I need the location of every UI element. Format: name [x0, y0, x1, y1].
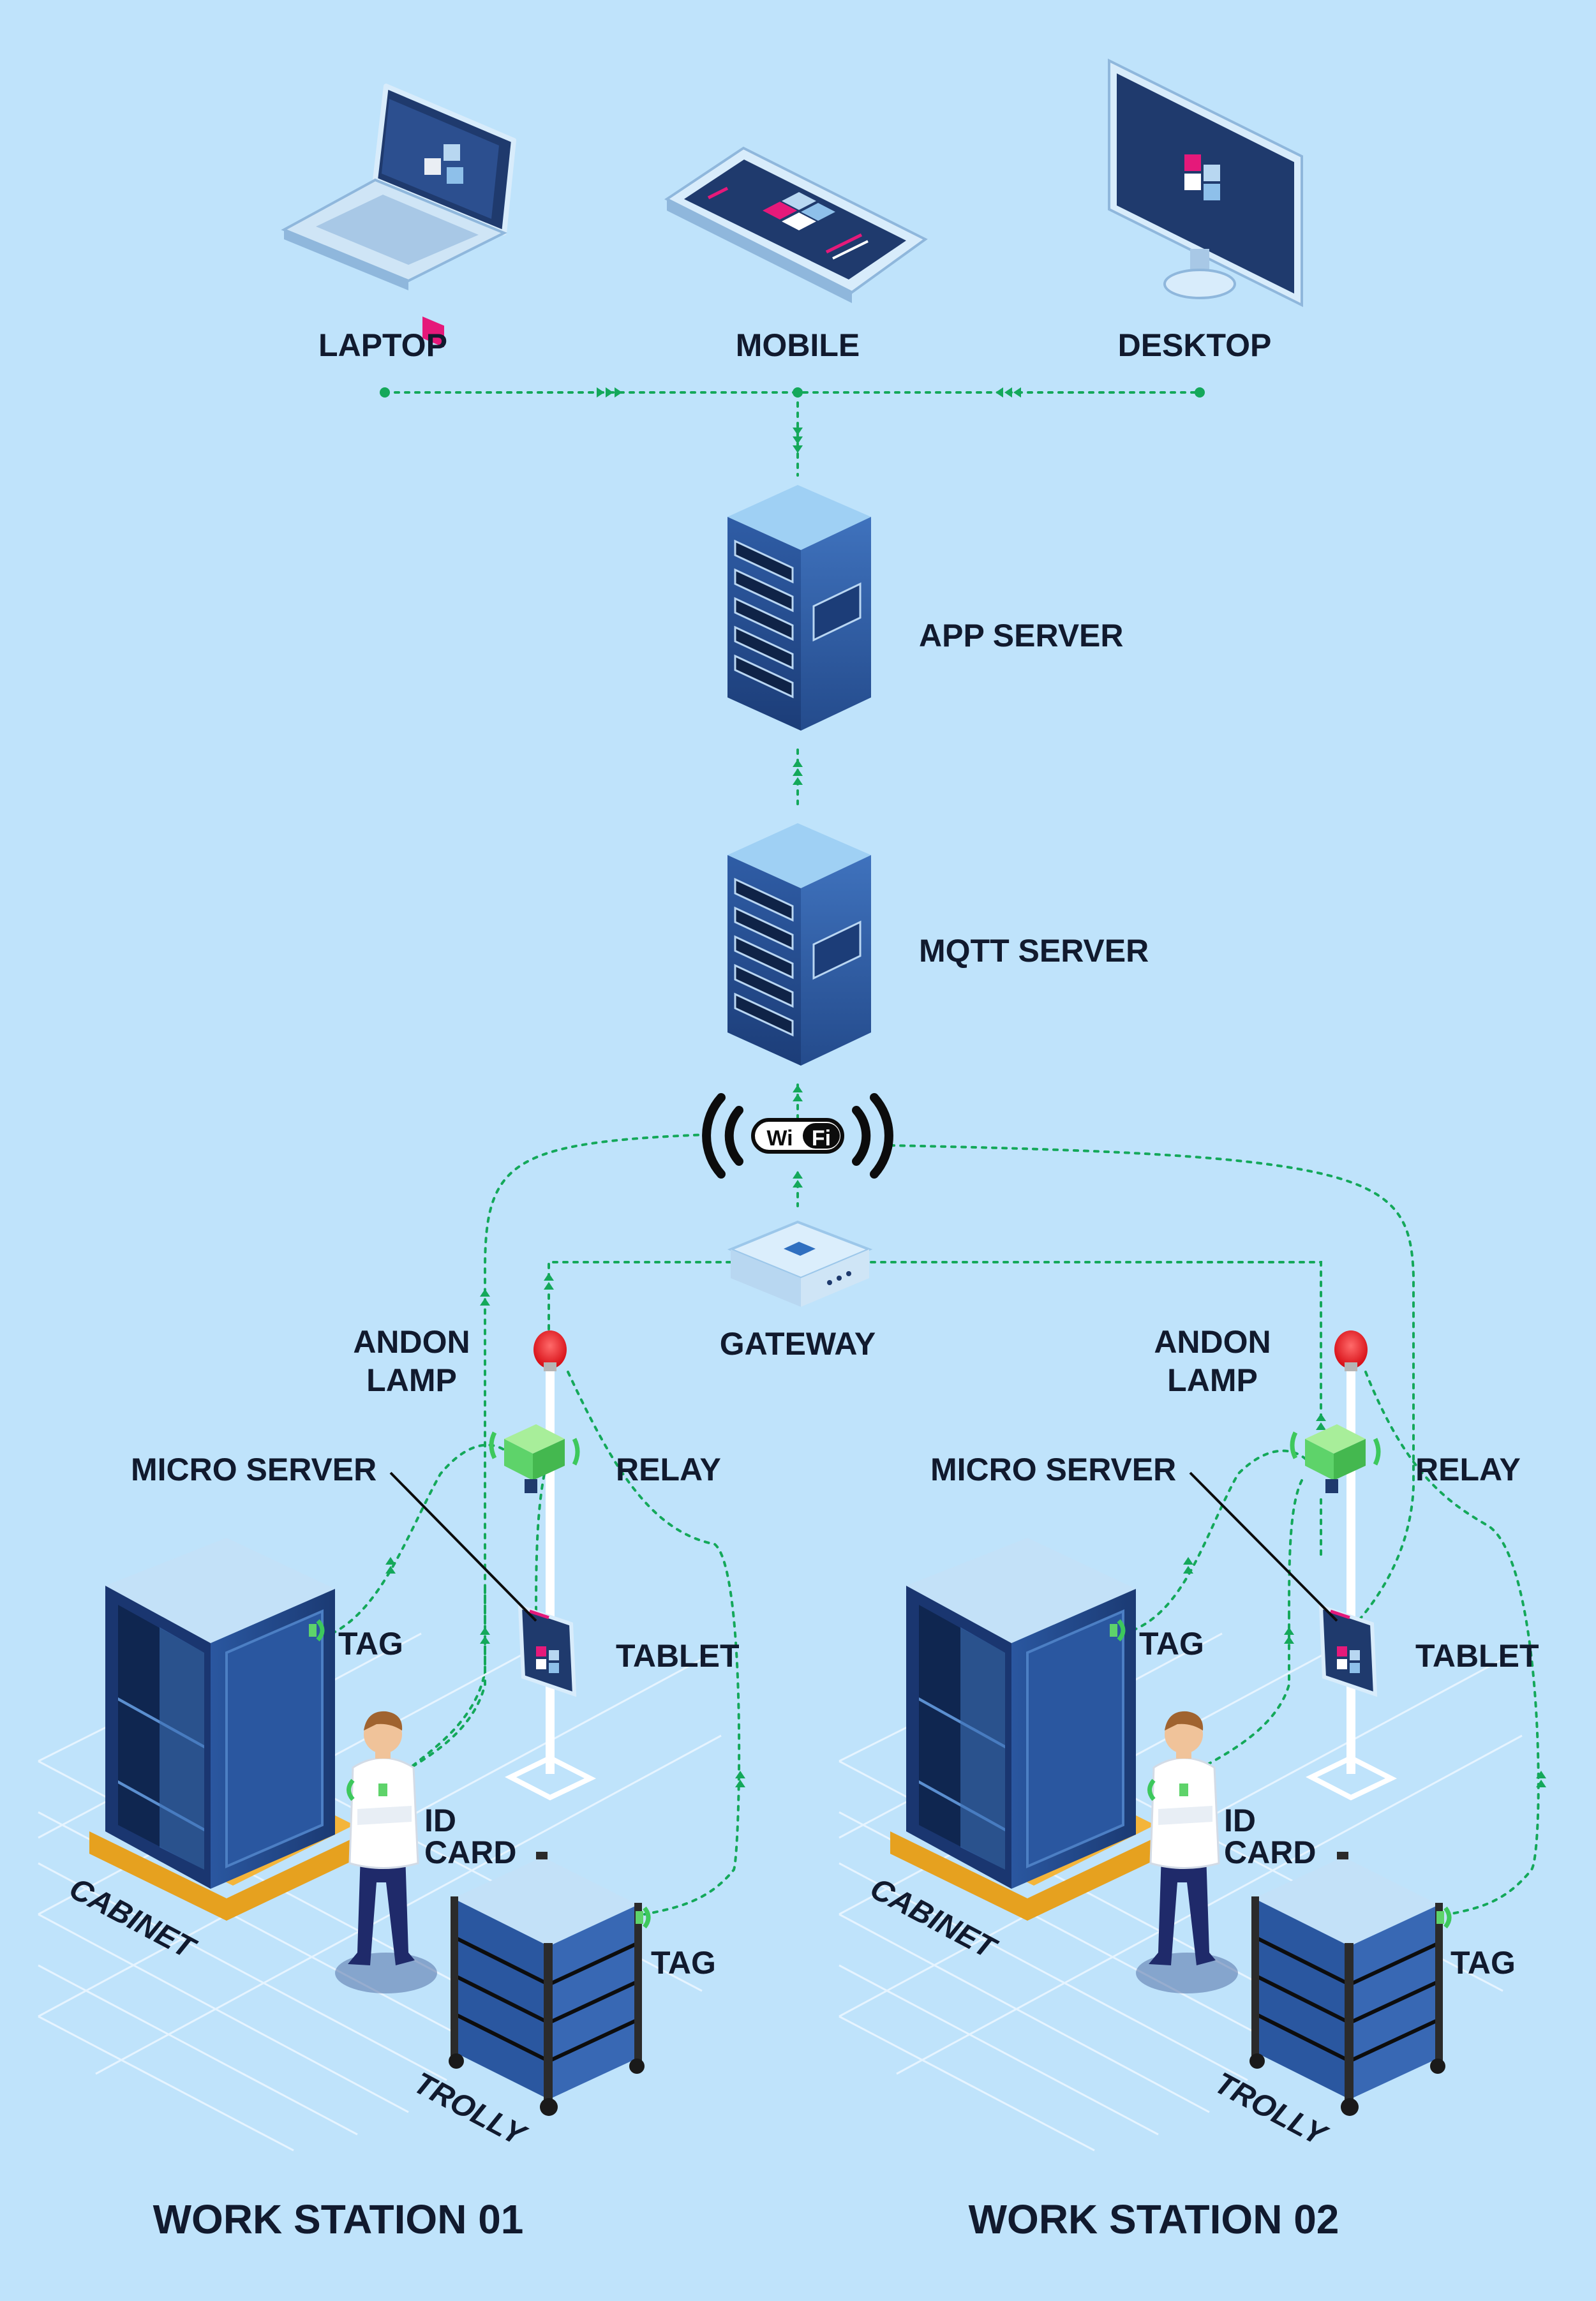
relay-label: RELAY: [1415, 1452, 1521, 1487]
gateway-label: GATEWAY: [720, 1326, 876, 1362]
andon-lamp-label: ANDON: [1154, 1324, 1271, 1360]
arrow-up-icon: [480, 1627, 490, 1644]
cabinet-icon: [89, 1538, 354, 1921]
andon-lamp-label: LAMP: [1167, 1362, 1258, 1398]
arrow-up-icon: [1536, 1771, 1546, 1787]
laptop-label: LAPTOP: [318, 327, 447, 363]
tablet-label: TABLET: [616, 1638, 739, 1674]
work-station-title: WORK STATION 01: [153, 2196, 524, 2242]
tablet-label: TABLET: [1415, 1638, 1539, 1674]
wifi-badge-left: Wi: [766, 1126, 793, 1150]
relay-label: RELAY: [616, 1452, 721, 1487]
arrow-up-icon: [1316, 1413, 1326, 1430]
andon-lamp-label: ANDON: [353, 1324, 470, 1360]
mqtt-server-label: MQTT SERVER: [919, 933, 1149, 969]
micro-server-label: MICRO SERVER: [930, 1452, 1176, 1487]
app-server-icon: [727, 485, 871, 731]
ws02-scene: [890, 1330, 1452, 2116]
arrow-up-icon: [1183, 1557, 1193, 1574]
mobile-icon: [664, 146, 928, 303]
id-card-label: ID: [424, 1803, 456, 1838]
micro-server-label: MICRO SERVER: [131, 1452, 377, 1487]
laptop-icon: [281, 84, 516, 348]
gateway-icon: [727, 1220, 873, 1307]
tag-label: TAG: [1139, 1626, 1204, 1662]
endpoint-dots: [380, 387, 1205, 398]
arrow-up-icon: [793, 1085, 803, 1101]
relay-icon: [489, 1424, 580, 1493]
tag-label: TAG: [1451, 1945, 1516, 1981]
worker-icon: [1136, 1711, 1238, 1993]
ws01-scene: [89, 1330, 651, 2116]
tag-label: TAG: [338, 1626, 403, 1662]
relay-icon: [1290, 1424, 1381, 1493]
arrow-up-icon: [544, 1273, 554, 1290]
arrow-up-icon: [793, 1171, 803, 1188]
id-card-label: CARD: [1224, 1835, 1316, 1870]
micro-server-pointer: [1189, 1471, 1338, 1622]
desktop-label: DESKTOP: [1118, 327, 1272, 363]
tablet-icon: [518, 1604, 577, 1697]
cabinet-icon: [890, 1538, 1155, 1921]
andon-lamp-pole: [505, 1330, 597, 1801]
arrow-up-icon: [480, 1289, 490, 1306]
id-card-label: CARD: [424, 1835, 516, 1870]
tablet-icon: [1318, 1604, 1378, 1697]
arrow-up-icon: [793, 759, 803, 785]
arrow-up-icon: [735, 1771, 745, 1787]
id-card-label: ID: [1224, 1803, 1256, 1838]
wifi-icon: Wi Fi: [702, 1093, 893, 1179]
trolly-icon: [1249, 1852, 1452, 2116]
app-server-label: APP SERVER: [919, 618, 1124, 653]
arrow-right-icon: [597, 387, 622, 398]
arrow-down-icon: [793, 428, 803, 453]
mqtt-server-icon: [727, 823, 871, 1066]
wifi-badge-right: Fi: [812, 1126, 831, 1150]
desktop-icon: [1108, 58, 1303, 308]
flow-arrows: [385, 387, 1546, 1787]
micro-server-pointer: [389, 1471, 537, 1622]
arrow-left-icon: [996, 387, 1021, 398]
andon-lamp-label: LAMP: [366, 1362, 457, 1398]
worker-icon: [335, 1711, 437, 1993]
arrow-up-icon: [385, 1557, 396, 1574]
tag-label: TAG: [651, 1945, 716, 1981]
arrow-up-icon: [1284, 1627, 1294, 1644]
trolly-icon: [449, 1852, 651, 2116]
work-station-title: WORK STATION 02: [969, 2196, 1339, 2242]
mobile-label: MOBILE: [736, 327, 860, 363]
